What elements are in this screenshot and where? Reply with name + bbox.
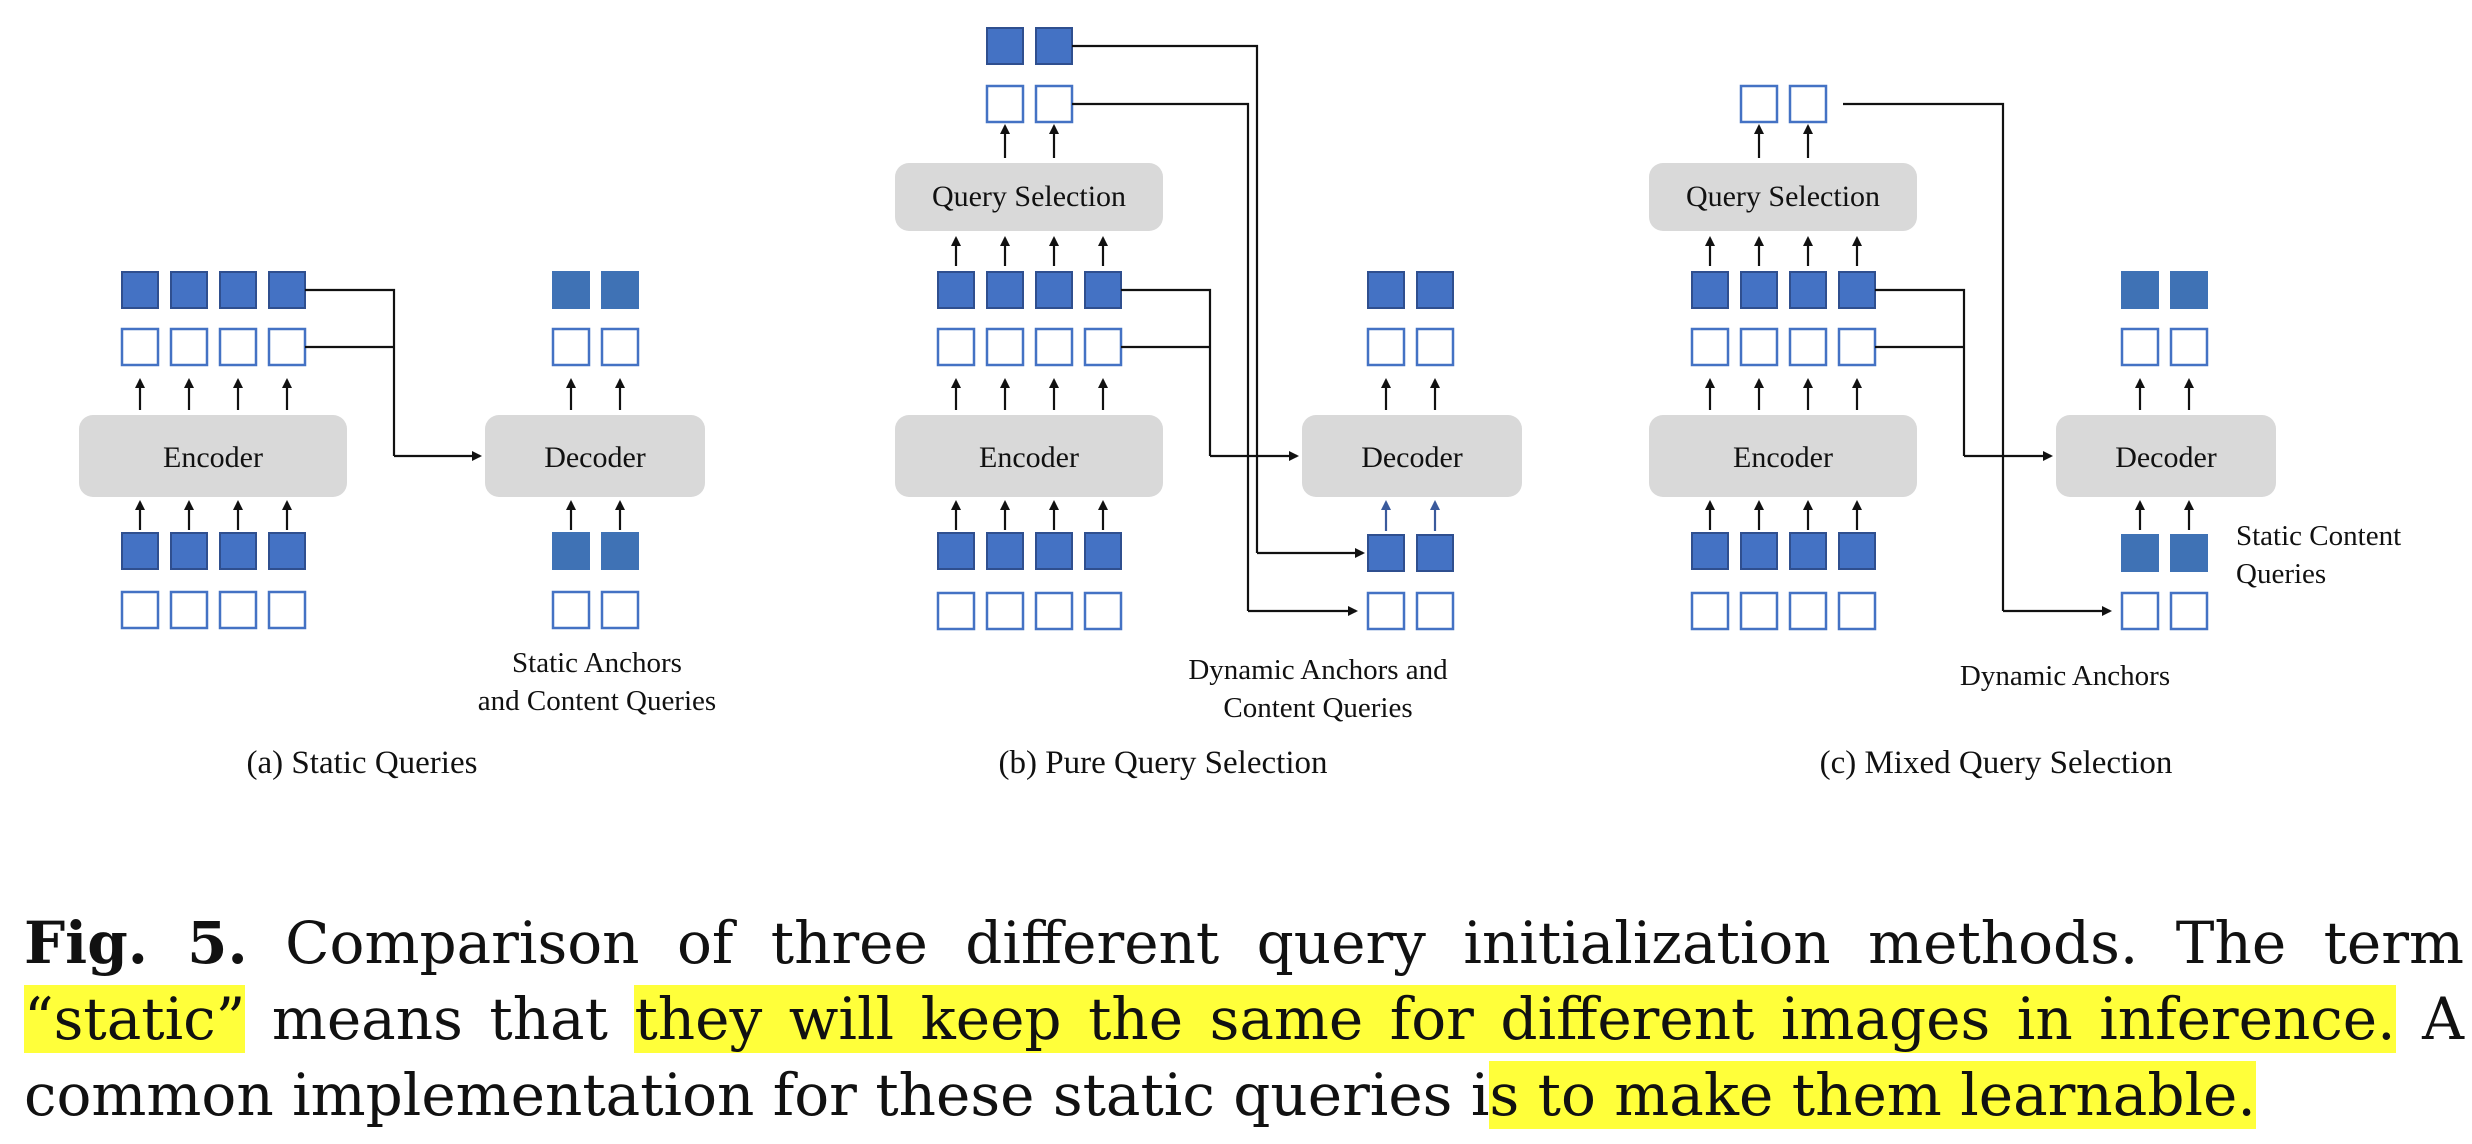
caption-text-4: s (1489, 1061, 1520, 1129)
panel-a-decoder-output-empty-row (551, 327, 640, 367)
panel-c-decoder-input-filled-row (2121, 534, 2208, 572)
panel-a-output-filled-row (121, 271, 306, 309)
panel-c-mixed-query-selection: Encoder Query Selection (1649, 84, 2401, 781)
panel-c-input-filled-row (1691, 532, 1876, 570)
panel-c-decoder-input-empty-row (2120, 591, 2209, 631)
panel-c-note-static-line2: Queries (2236, 558, 2326, 590)
panel-a-encoder-label: Encoder (163, 441, 263, 474)
panel-a-note-line1: Static Anchors (512, 647, 682, 679)
panel-c-decoder-label: Decoder (2115, 441, 2217, 474)
panel-b-query-selection-box (895, 163, 1163, 231)
panel-b-decoder-input-filled-row (1367, 534, 1454, 572)
panel-a-caption: (a) Static Queries (247, 745, 478, 781)
panel-c-decoder-output-empty-row (2120, 327, 2209, 367)
panel-c-input-empty-row (1690, 591, 1877, 631)
panel-b-note-line2: Content Queries (1223, 692, 1412, 724)
panel-c-caption: (c) Mixed Query Selection (1820, 745, 2173, 781)
caption-highlight-keep-same: they will keep the same for different im… (634, 985, 2396, 1053)
panel-b-encoder-label: Encoder (979, 441, 1079, 474)
panel-b-decoder-output-empty-row (1366, 327, 1455, 367)
panel-c-note-static-line1: Static Content (2236, 520, 2401, 552)
panel-a-decoder-input-empty-row (551, 590, 640, 630)
panel-b-decoder-input-empty-row (1366, 591, 1455, 631)
panel-b-selected-filled-row (986, 27, 1073, 65)
panel-a-decoder-input-filled-row (552, 532, 639, 570)
figure-diagram: Encoder Decoder (79, 27, 2401, 781)
panel-a-decoder-box (485, 415, 705, 497)
panel-b-pure-query-selection: Encoder Query Selection (895, 27, 1522, 781)
panel-c-decoder-box (2056, 415, 2276, 497)
caption-label: Fig. 5. (24, 909, 248, 977)
panel-c-encoder-box (1649, 415, 1917, 497)
panel-a-input-filled-row (121, 532, 306, 570)
panel-b-caption: (b) Pure Query Selection (999, 745, 1328, 781)
panel-b-selected-empty-row (985, 84, 1074, 124)
panel-b-decoder-output-filled-row (1367, 271, 1454, 309)
panel-b-input-empty-row (936, 591, 1123, 631)
panel-c-selected-empty-row (1739, 84, 1828, 124)
panel-b-decoder-box (1302, 415, 1522, 497)
figure-caption: Fig. 5. Comparison of three different qu… (24, 905, 2464, 1133)
panel-a-note-line2: and Content Queries (478, 685, 716, 717)
panel-c-query-selection-box (1649, 163, 1917, 231)
panel-a-encoder-box (79, 415, 347, 497)
panel-c-note-dynamic: Dynamic Anchors (1960, 660, 2170, 692)
panel-c-query-selection-label: Query Selection (1686, 180, 1880, 213)
panel-a-output-empty-row (120, 327, 307, 367)
panel-b-query-selection-label: Query Selection (932, 180, 1126, 213)
caption-highlight-static: “static” (24, 985, 246, 1053)
panel-c-decoder-output-filled-row (2121, 271, 2208, 309)
panel-b-input-filled-row (937, 532, 1122, 570)
panel-a-static-queries: Encoder Decoder (79, 271, 716, 781)
panel-b-decoder-label: Decoder (1361, 441, 1463, 474)
caption-text-2: means that (245, 985, 635, 1053)
panel-a-decoder-label: Decoder (544, 441, 646, 474)
caption-text-3: A common implementation for these static… (24, 985, 2464, 1129)
panel-a-input-empty-row (120, 590, 307, 630)
panel-b-encoder-box (895, 415, 1163, 497)
panel-b-encoder-output-empty-row (936, 327, 1123, 367)
panel-a-decoder-output-filled-row (552, 271, 639, 309)
panel-b-encoder-output-filled-row (937, 271, 1122, 309)
panel-c-encoder-output-filled-row (1691, 271, 1876, 309)
panel-c-encoder-label: Encoder (1733, 441, 1833, 474)
panel-b-note-line1: Dynamic Anchors and (1188, 654, 1448, 686)
caption-text-1: Comparison of three different query init… (247, 909, 2464, 977)
panel-c-encoder-output-empty-row (1690, 327, 1877, 367)
caption-highlight-learnable: to make them learnable. (1519, 1061, 2256, 1129)
